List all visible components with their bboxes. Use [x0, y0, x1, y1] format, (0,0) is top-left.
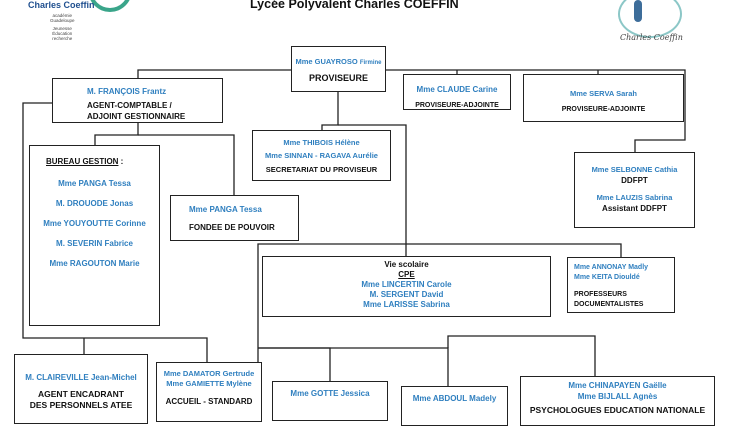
logo-line: Éducation	[52, 31, 73, 36]
cpe-label: CPE	[398, 270, 415, 279]
logo-line: Guadeloupe	[50, 18, 75, 23]
logo-right-circle	[618, 0, 682, 38]
box-fondee-de-pouvoir: Mme PANGA Tessa FONDEE DE POUVOIR	[170, 195, 299, 241]
logo-line: Jeunesse	[52, 26, 72, 31]
person-name: M. FRANÇOIS Frantz	[87, 87, 167, 96]
logo-left: Charles Coeffin académie Guadeloupe Jeun…	[28, 0, 132, 50]
role: PROFESSEURS	[574, 291, 627, 298]
person-name: Mme DAMATOR Gertrude	[163, 369, 255, 378]
box-gotte: Mme GOTTE Jessica	[272, 381, 388, 421]
surname: Mme GUAYROSO	[295, 57, 358, 66]
role: AGENT ENCADRANT	[38, 389, 124, 399]
person-name: Mme GOTTE Jessica	[290, 389, 370, 398]
page-title: Lycée Polyvalent Charles COEFFIN	[250, 0, 459, 11]
box-vie-scolaire: Vie scolaire CPE Mme LINCERTIN Carole M.…	[262, 256, 551, 317]
box-secretariat: Mme THIBOIS Hélène Mme SINNAN - RAGAVA A…	[252, 130, 391, 181]
person-name: Mme YOUYOUTTE Corinne	[43, 219, 146, 228]
person-name: M. DROUODE Jonas	[55, 199, 134, 208]
person-name: Mme CLAUDE Carine	[416, 85, 498, 94]
box-documentalistes: Mme ANNONAY Madly Mme KEITA Diouldé PROF…	[567, 257, 675, 313]
person-name: Mme LINCERTIN Carole	[361, 280, 452, 289]
person-name: Mme SERVA Sarah	[570, 89, 637, 98]
person-name: Mme PANGA Tessa	[189, 205, 262, 214]
box-claireville: M. CLAIREVILLE Jean-Michel AGENT ENCADRA…	[14, 354, 148, 424]
firstname: Firmine	[359, 60, 382, 66]
person-name: Mme THIBOIS Hélène	[283, 138, 360, 147]
person-name: Mme CHINAPAYEN Gaëlle	[568, 381, 667, 390]
bureau-title: BUREAU GESTION :	[30, 156, 159, 167]
bureau-title-text: BUREAU GESTION	[46, 157, 119, 166]
bureau-title-suffix: :	[118, 157, 124, 166]
role: DES PERSONNELS ATEE	[29, 400, 133, 410]
role: Assistant DDFPT	[602, 204, 667, 213]
box-abdoul: Mme ABDOUL Madely	[401, 386, 508, 426]
section-subtitle: CPE	[263, 270, 550, 280]
section-title: Vie scolaire	[384, 260, 429, 269]
role: ADJOINT GESTIONNAIRE	[87, 112, 186, 121]
logo-line: académie	[52, 13, 73, 18]
person-name: M. SERGENT David	[369, 290, 444, 299]
box-proviseure-adjointe-serva: Mme SERVA Sarah PROVISEURE-ADJOINTE	[523, 74, 684, 122]
logo-line: recherche	[52, 36, 73, 41]
role: PROVISEURE	[308, 73, 368, 83]
box-proviseur: Mme GUAYROSO Firmine PROVISEURE	[291, 46, 386, 92]
box-psychologues: Mme CHINAPAYEN Gaëlle Mme BIJLALL Agnès …	[520, 376, 715, 426]
box-ddfpt: Mme SELBONNE Cathia DDFPT Mme LAUZIS Sab…	[574, 152, 695, 228]
logo-left-text: académie Guadeloupe Jeunesse Éducation r…	[50, 13, 75, 41]
role: AGENT-COMPTABLE /	[87, 101, 172, 110]
role: PROVISEURE-ADJOINTE	[415, 102, 499, 109]
logo-right-name: Charles Coeffin	[620, 33, 683, 42]
person-name: Mme KEITA Diouldé	[574, 274, 640, 281]
person-name: Mme SINNAN - RAGAVA Aurélie	[265, 151, 378, 160]
logo-right: Charles Coeffin	[612, 0, 688, 50]
person-name: Mme PANGA Tessa	[58, 179, 131, 188]
box-agent-comptable: M. FRANÇOIS Frantz AGENT-COMPTABLE / ADJ…	[52, 78, 223, 123]
person-name: Mme BIJLALL Agnès	[577, 392, 658, 401]
logo-left-name: Charles Coeffin	[28, 0, 95, 10]
box-accueil: Mme DAMATOR Gertrude Mme GAMIETTE Mylène…	[156, 362, 262, 422]
person-icon	[634, 0, 642, 22]
role: PROVISEURE-ADJOINTE	[561, 106, 646, 113]
person-name: Mme RAGOUTON Marie	[49, 259, 140, 268]
role: PSYCHOLOGUES EDUCATION NATIONALE	[529, 405, 706, 415]
role: FONDEE DE POUVOIR	[189, 223, 275, 232]
role: SECRETARIAT DU PROVISEUR	[265, 165, 378, 174]
person-name: Mme SELBONNE Cathia	[591, 165, 678, 174]
role: ACCUEIL - STANDARD	[165, 397, 253, 406]
person-name: Mme ABDOUL Madely	[412, 394, 497, 403]
person-name: Mme GUAYROSO Firmine	[292, 55, 385, 70]
person-name: M. CLAIREVILLE Jean-Michel	[25, 373, 137, 382]
role: DDFPT	[621, 176, 648, 185]
connector-lines	[22, 69, 686, 400]
person-name: Mme LAUZIS Sabrina	[596, 193, 673, 202]
person-name: Mme ANNONAY Madly	[574, 264, 649, 271]
box-bureau-gestion: BUREAU GESTION : Mme PANGA Tessa M. DROU…	[29, 145, 160, 326]
box-proviseure-adjointe-claude: Mme CLAUDE Carine PROVISEURE-ADJOINTE	[403, 74, 511, 110]
person-name: M. SEVERIN Fabrice	[56, 239, 133, 248]
role: DOCUMENTALISTES	[574, 301, 644, 308]
person-name: Mme LARISSE Sabrina	[363, 300, 450, 309]
person-name: Mme GAMIETTE Mylène	[166, 379, 252, 388]
